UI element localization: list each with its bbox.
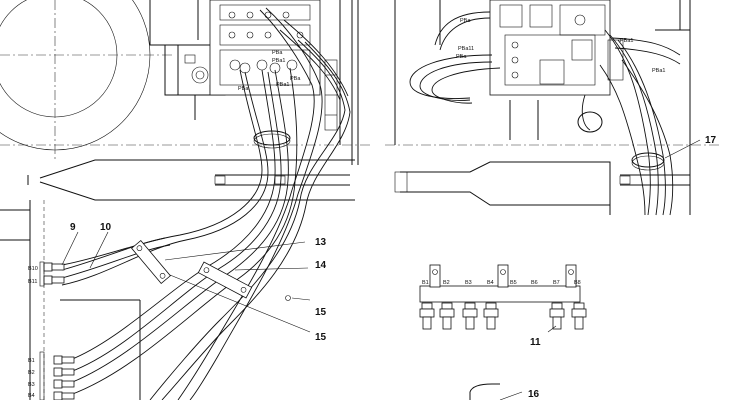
manifold-port-b2: B2 — [443, 280, 450, 286]
leader-16 — [499, 391, 523, 400]
hose-ring-upper — [577, 111, 603, 133]
left-view: PBa PBa1 PBa PBa1 PBa — [0, 0, 370, 400]
leader-11 — [547, 325, 557, 333]
callout-9: 9 — [70, 222, 76, 233]
manifold-port-b4: B4 — [487, 280, 494, 286]
manifold-port-b3: B3 — [465, 280, 472, 286]
control-valve-right — [489, 0, 611, 96]
port-label: PBa1 — [272, 58, 285, 64]
manifold-fitting — [571, 302, 587, 330]
manifold-fitting — [549, 302, 565, 330]
leader-15b — [169, 274, 311, 333]
port-label-b1: B1 — [28, 358, 35, 364]
right-view: PBa PBa11 PBa PBa1 PBa1 — [385, 0, 720, 400]
port-label: PBa — [272, 50, 283, 56]
port-label: PBa1 — [652, 68, 665, 74]
leader-9 — [61, 231, 79, 266]
port-label-b3: B3 — [28, 382, 35, 388]
manifold-fitting — [462, 302, 478, 330]
manifold-port-b8: B8 — [574, 280, 581, 286]
port-label: PBa1 — [620, 38, 633, 44]
callout-14: 14 — [315, 260, 327, 271]
port-label: PBa — [460, 18, 471, 24]
port-label: PBa11 — [458, 46, 474, 52]
hose-ring-17 — [631, 152, 665, 168]
callout-15b: 15 — [315, 332, 327, 343]
port-label-b2: B2 — [28, 370, 35, 376]
leader-14 — [234, 267, 309, 271]
manifold-fitting — [483, 302, 499, 330]
manifold-detail: B1 B2 B3 B4 B5 B6 B7 B8 — [419, 264, 587, 333]
swing-circle-outer — [0, 0, 151, 151]
port-label-b10: B10 — [28, 266, 38, 272]
manifold-fitting — [419, 302, 435, 330]
callout-15a: 15 — [315, 307, 327, 318]
port-label: PBa — [290, 76, 301, 82]
manifold-port-b5: B5 — [510, 280, 517, 286]
fittings-lower — [39, 351, 75, 400]
callout-10: 10 — [100, 222, 112, 233]
callouts: 9 10 13 14 15 15 11 16 17 — [70, 135, 717, 400]
frame-edge — [149, 0, 196, 120]
callout-17: 17 — [705, 135, 717, 146]
leader-10 — [89, 231, 109, 269]
clamp-14 — [197, 261, 253, 299]
manifold-port-b1: B1 — [422, 280, 429, 286]
callout-13: 13 — [315, 237, 327, 248]
hose-bundle-right — [409, 11, 681, 216]
leader-15a — [291, 297, 311, 301]
leader-13 — [164, 241, 306, 261]
port-label-b11: B11 — [28, 279, 37, 285]
hose-bundle-left — [61, 7, 351, 400]
leader-17 — [664, 139, 701, 159]
port-label-b4: B4 — [28, 393, 35, 399]
manifold-port-b7: B7 — [553, 280, 560, 286]
port-label: PBa1 — [276, 82, 289, 88]
part-16-outline — [469, 383, 500, 400]
clamp-13 — [131, 239, 171, 285]
manifold-port-b6: B6 — [531, 280, 538, 286]
manifold-block — [419, 285, 581, 303]
swing-circle-inner — [0, 0, 118, 118]
callout-16: 16 — [528, 389, 540, 400]
manifold-fitting — [439, 302, 455, 330]
hose-ring-left — [253, 130, 291, 146]
callout-11: 11 — [530, 337, 541, 348]
bolt-15 — [285, 295, 291, 301]
fittings-upper — [39, 261, 65, 287]
